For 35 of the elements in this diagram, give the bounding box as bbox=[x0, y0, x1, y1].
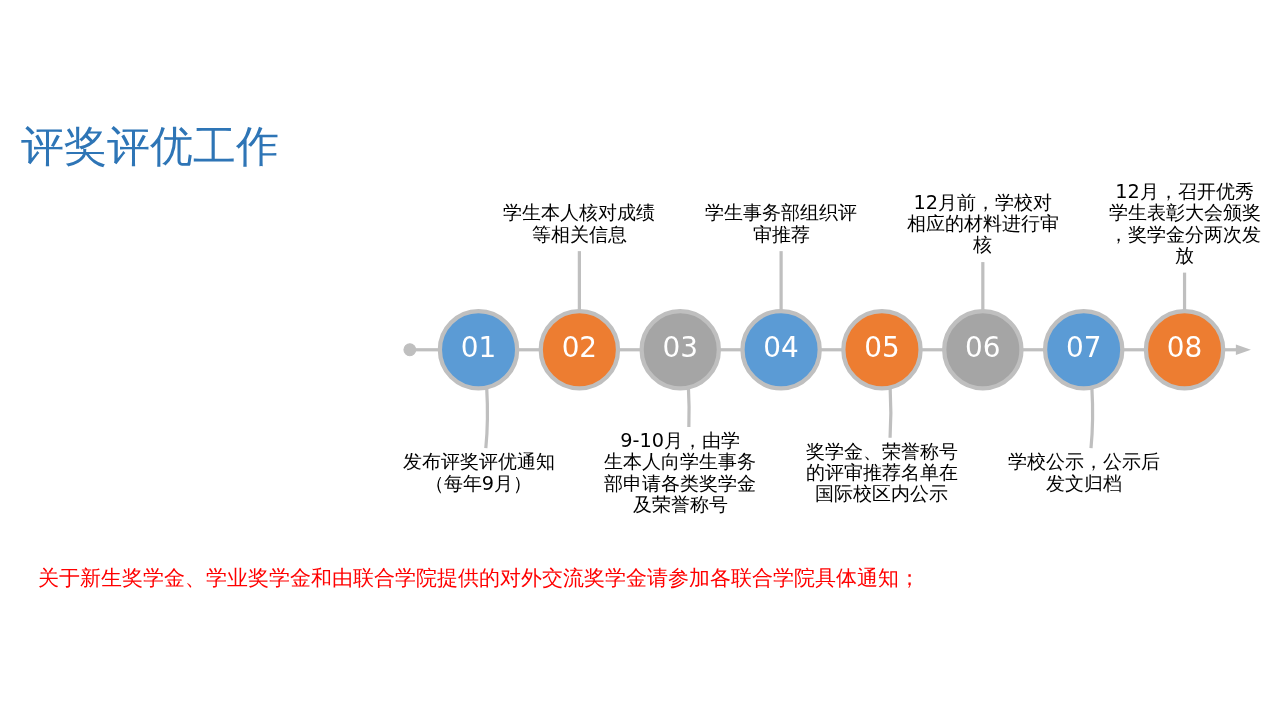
connector bbox=[920, 347, 945, 351]
connector bbox=[618, 347, 642, 351]
node-circle: 03 bbox=[639, 308, 721, 391]
node-circle: 08 bbox=[1143, 308, 1226, 391]
node-circle: 01 bbox=[437, 308, 520, 391]
node-text: 学生事务部组织评审推荐 bbox=[705, 200, 858, 246]
node-text: 发布评奖评优通知（每年9月） bbox=[402, 449, 555, 495]
node-circle: 04 bbox=[740, 308, 822, 391]
node-text: 12月前，学校对相应的材料进行审核 bbox=[906, 190, 1059, 256]
connector bbox=[1021, 347, 1046, 351]
node-circle: 05 bbox=[841, 308, 923, 391]
node-text: 学生本人核对成绩等相关信息 bbox=[503, 200, 656, 246]
connector bbox=[415, 347, 440, 351]
connector bbox=[1089, 386, 1095, 448]
node-text: 12月，召开优秀学生表彰大会颁奖，奖学金分两次发放 bbox=[1108, 179, 1261, 267]
node-circle bbox=[403, 342, 417, 356]
diagram-title: 评奖评优工作 bbox=[21, 120, 280, 171]
node-text: 奖学金、荣誉称号的评审推荐名单在国际校区内公示 bbox=[805, 439, 958, 505]
connector bbox=[577, 250, 581, 311]
connector bbox=[719, 347, 743, 351]
node-circle: 06 bbox=[942, 308, 1024, 391]
node-text: 学校公示，公示后发文归档 bbox=[1007, 449, 1160, 495]
connector bbox=[888, 386, 893, 438]
node-circle: 07 bbox=[1042, 308, 1125, 391]
connector bbox=[779, 250, 783, 311]
connector bbox=[517, 347, 541, 351]
connector bbox=[1122, 347, 1146, 351]
connector bbox=[686, 386, 691, 427]
connector bbox=[981, 261, 985, 311]
node-circle: 02 bbox=[538, 308, 621, 391]
connector bbox=[820, 347, 844, 351]
node-text: 9-10月，由学生本人向学生事务部申请各类奖学金及荣誉称号 bbox=[604, 428, 757, 516]
label: 关于新生奖学金、学业奖学金和由联合学院提供的对外交流奖学金请参加各联合学院具体通知； bbox=[37, 564, 920, 590]
connector bbox=[484, 386, 489, 448]
connector bbox=[1182, 272, 1187, 311]
